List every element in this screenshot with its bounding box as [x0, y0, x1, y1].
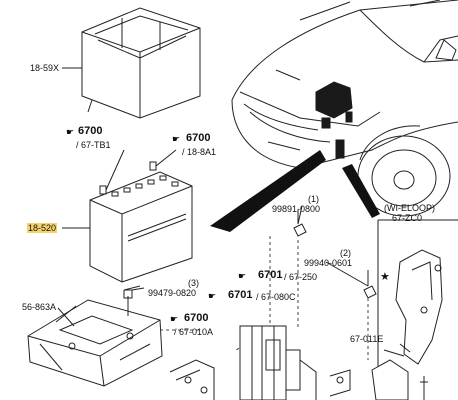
part-99479: 99479-0820 — [148, 288, 197, 298]
engine-battery-mark — [315, 81, 353, 159]
label-battery: 18-520 — [27, 223, 58, 233]
eloop-title: (WI-ELOOP) — [384, 203, 435, 213]
small-parts — [123, 210, 377, 299]
label-leaders — [57, 67, 405, 357]
ref-6700-c-icon: ☛ — [170, 314, 179, 324]
part-99940: 99940-0601 — [304, 258, 353, 268]
bracket-drawing — [27, 289, 163, 387]
ref-6700-b: 6700 — [186, 132, 211, 144]
ref-6700-a: 6700 — [78, 125, 103, 137]
ref-67tb1: / 67-TB1 — [76, 140, 111, 150]
callout-3: (3) — [188, 278, 199, 288]
ref-67010a: / 67-010A — [174, 327, 214, 337]
part-67011e: 67-011E — [350, 334, 384, 344]
lower-bracket-drawing — [169, 359, 215, 400]
eloop-inset — [371, 219, 458, 400]
ref-188a1: / 18-8A1 — [182, 147, 217, 157]
ref-6701-b: 6701 — [228, 289, 253, 301]
callout-2: (2) — [340, 248, 351, 258]
label-bracket: 56-863A — [22, 302, 57, 312]
pointer-wedges — [210, 150, 380, 232]
ref-6700-b-icon: ☛ — [172, 134, 181, 144]
ref-6701-a-icon: ☛ — [238, 271, 247, 281]
ref-6700-a-icon: ☛ — [66, 127, 75, 137]
star-icon: ★ — [380, 271, 390, 283]
battery-drawing — [89, 149, 193, 283]
part-99891: 99891-0800 — [272, 204, 321, 214]
ref-67250: / 67-250 — [284, 272, 318, 282]
ref-6700-c: 6700 — [184, 312, 209, 324]
eloop-code: 67-ZC0 — [392, 213, 423, 223]
battery-cells — [111, 175, 179, 197]
ref-6701-b-icon: ☛ — [208, 291, 217, 301]
tray-cover-drawing — [81, 7, 201, 119]
callout-1: (1) — [308, 194, 319, 204]
relay-unit-drawing — [239, 325, 351, 400]
label-tray-cover: 18-59X — [30, 63, 60, 73]
ref-6701-a: 6701 — [258, 269, 283, 281]
ref-67080c: / 67-080C — [256, 292, 296, 302]
